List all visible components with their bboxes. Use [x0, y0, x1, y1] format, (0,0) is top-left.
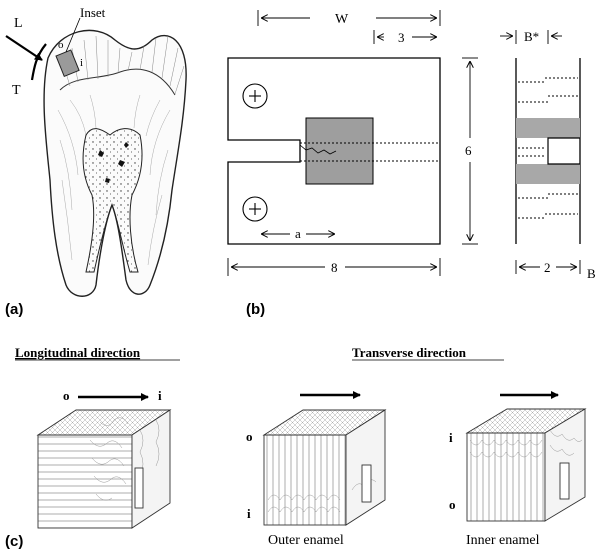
crack-tip: [299, 144, 337, 155]
inner-cube-notch: [559, 462, 570, 500]
direction-panel: Longitudinal direction Transverse direct…: [5, 345, 587, 550]
pulp-stones: [98, 142, 129, 183]
panel-label-c: (c): [5, 533, 23, 550]
outer-enamel-cube: [262, 409, 387, 526]
outer-enamel-caption: Outer enamel: [268, 533, 344, 548]
inner-cube-front: [466, 432, 546, 522]
long-inner-mark: i: [158, 388, 162, 403]
axis-L-label: L: [14, 16, 23, 31]
side-enamel-lower: [516, 164, 580, 184]
dimension-W: [257, 10, 441, 26]
dimension-3: [373, 30, 436, 44]
long-cube-front: [37, 434, 133, 529]
inset-leader-line: [65, 17, 81, 53]
inner-cube-top-mark: i: [449, 430, 453, 445]
axis-T-label: T: [12, 83, 21, 98]
inner-enamel-caption: Inner enamel: [466, 533, 540, 548]
pulp-chamber: [82, 128, 143, 273]
outer-cube-top-mark: o: [246, 429, 253, 444]
inner-cube-bottom-mark: o: [449, 497, 456, 512]
tooth-panel: Inset o i L T (a): [5, 5, 187, 318]
specimen-side-view: [515, 58, 581, 244]
outer-mark: o: [58, 39, 64, 51]
inset-label: Inset: [80, 5, 106, 20]
long-cube-notch: [134, 467, 144, 509]
enamel-insert: [305, 117, 374, 185]
lower-loading-hole: [242, 196, 268, 222]
dim-2-label: 2: [544, 260, 551, 275]
outer-cube-notch: [361, 464, 372, 503]
panel-label-b: (b): [246, 301, 265, 318]
longitudinal-cube: [36, 409, 172, 529]
specimen-plate: [227, 57, 441, 245]
longitudinal-arrow: [5, 35, 43, 61]
upper-loading-hole: [242, 83, 268, 109]
dim-8-label: 8: [331, 260, 338, 275]
transverse-title: Transverse direction: [352, 345, 467, 360]
dim-a-label: a: [295, 226, 301, 241]
side-groove-lines: [300, 142, 440, 162]
long-outer-mark: o: [63, 388, 70, 403]
dentin-texture: [57, 94, 171, 266]
inset-region: [55, 49, 80, 78]
enamel-boundary: [59, 68, 176, 96]
panel-label-a: (a): [5, 301, 23, 318]
longitudinal-title: Longitudinal direction: [15, 345, 141, 360]
tooth-drawing: [43, 29, 187, 297]
dim-B-label: B: [587, 266, 596, 281]
side-enamel-upper: [516, 118, 580, 138]
inner-mark: i: [80, 57, 83, 69]
side-groove-notch: [547, 137, 580, 165]
transverse-arc: [30, 43, 47, 81]
dimension-8: [227, 258, 441, 276]
inner-enamel-cube: [465, 408, 587, 522]
outer-cube-bottom-mark: i: [247, 506, 251, 521]
dimension-2: [515, 260, 581, 274]
specimen-panel: W 3: [227, 10, 596, 318]
dim-6-label: 6: [465, 143, 472, 158]
side-layer-lines: [518, 77, 578, 219]
dim-Bstar-label: B*: [524, 29, 539, 44]
outer-cube-front: [263, 434, 347, 526]
dim-3-label: 3: [398, 30, 405, 45]
dim-W-label: W: [335, 12, 349, 27]
inner-cube-prism-texture: [469, 429, 583, 458]
dimension-Bstar: [500, 30, 562, 44]
dimension-6: [462, 57, 478, 245]
